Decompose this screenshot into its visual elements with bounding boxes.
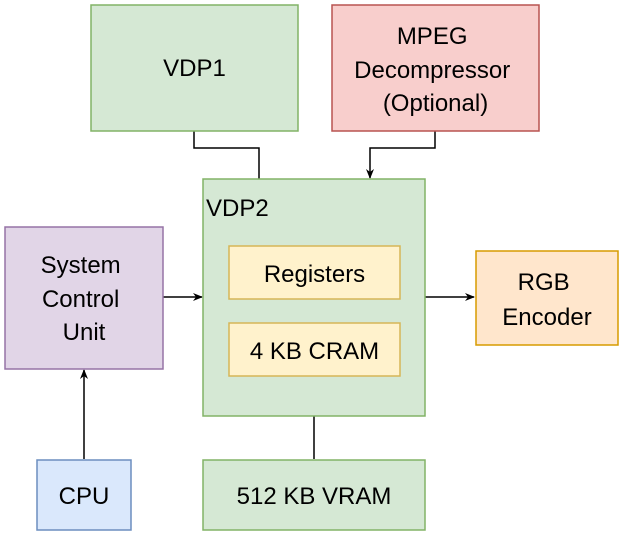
system-control-unit-label: System Control Unit xyxy=(41,252,128,346)
cpu-box xyxy=(36,459,132,531)
system-control-unit-node: System Control Unit xyxy=(4,226,164,370)
vram-node: 512 KB VRAM xyxy=(202,459,426,531)
mpeg-decompressor-label: MPEG Decompressor (Optional) xyxy=(354,23,517,117)
scu-label-line-2: Control xyxy=(42,286,119,313)
registers-label: Registers xyxy=(264,261,365,288)
vdp2-node: VDP2 Registers 4 KB CRAM xyxy=(202,178,426,417)
cpu-node: CPU xyxy=(36,459,132,531)
vdp1-label: VDP1 xyxy=(163,55,226,82)
registers-box xyxy=(228,245,401,300)
mpeg-decompressor-node: MPEG Decompressor (Optional) xyxy=(331,4,540,132)
vram-box xyxy=(202,459,426,531)
rgb-encoder-label: RGB Encoder xyxy=(502,269,591,331)
cram-box xyxy=(228,322,401,377)
vdp1-box xyxy=(90,4,299,132)
rgb-label-line-1: RGB xyxy=(518,269,570,296)
system-control-unit-box xyxy=(4,226,164,370)
mpeg-label-line-1: MPEG xyxy=(397,23,468,50)
mpeg-label-line-3: (Optional) xyxy=(383,90,488,117)
mpeg-decompressor-box xyxy=(331,4,540,132)
connector-mpeg-vdp2 xyxy=(366,131,436,179)
vdp2-label: VDP2 xyxy=(206,195,269,222)
vram-label: 512 KB VRAM xyxy=(237,483,392,510)
scu-label-line-1: System xyxy=(41,252,121,279)
vdp1-node: VDP1 xyxy=(90,4,299,132)
cram-label: 4 KB CRAM xyxy=(250,338,379,365)
rgb-encoder-node: RGB Encoder xyxy=(475,250,619,346)
mpeg-label-line-2: Decompressor xyxy=(354,57,510,84)
connector-vdp1-vdp2 xyxy=(193,131,260,179)
cpu-label: CPU xyxy=(59,483,110,510)
scu-label-line-3: Unit xyxy=(63,319,106,346)
rgb-encoder-box xyxy=(475,250,619,346)
rgb-label-line-2: Encoder xyxy=(502,304,591,331)
